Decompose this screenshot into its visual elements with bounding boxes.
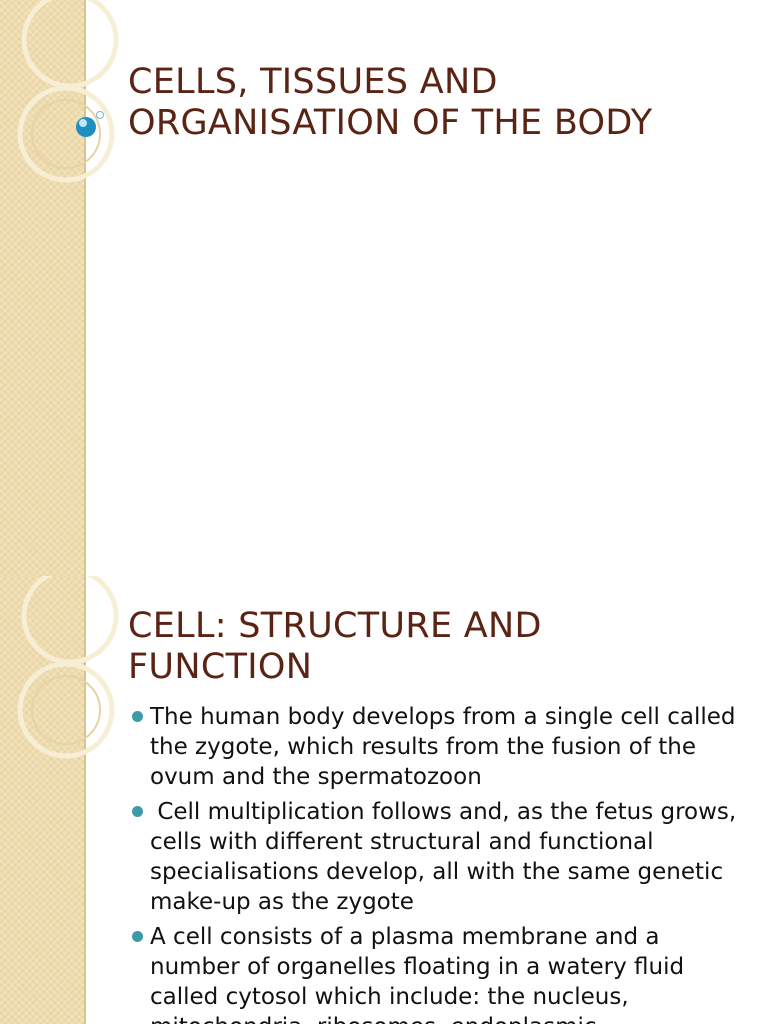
ring-ornament-icon — [17, 0, 119, 183]
bullet-text: The human body develops from a single ce… — [150, 704, 736, 790]
list-item: Cell multiplication follows and, as the … — [130, 797, 748, 917]
content-slide: CELL: STRUCTURE AND FUNCTION The human b… — [0, 576, 768, 1024]
bullet-list: The human body develops from a single ce… — [130, 702, 748, 1024]
bullet-dot-icon — [132, 931, 143, 942]
ring-ornament-icon — [17, 576, 119, 759]
list-item: A cell consists of a plasma membrane and… — [130, 922, 748, 1024]
bullet-dot-icon — [132, 711, 143, 722]
title-slide: CELLS, TISSUES AND ORGANISATION OF THE B… — [0, 0, 653, 576]
list-item: The human body develops from a single ce… — [130, 702, 748, 792]
bullet-text: A cell consists of a plasma membrane and… — [150, 924, 685, 1024]
decorative-side-strip — [0, 576, 86, 1024]
bullet-dot-icon — [132, 806, 143, 817]
bullet-text: Cell multiplication follows and, as the … — [150, 799, 744, 915]
slide-title: CELL: STRUCTURE AND FUNCTION — [128, 606, 542, 688]
slide-title: CELLS, TISSUES AND ORGANISATION OF THE B… — [128, 62, 653, 144]
